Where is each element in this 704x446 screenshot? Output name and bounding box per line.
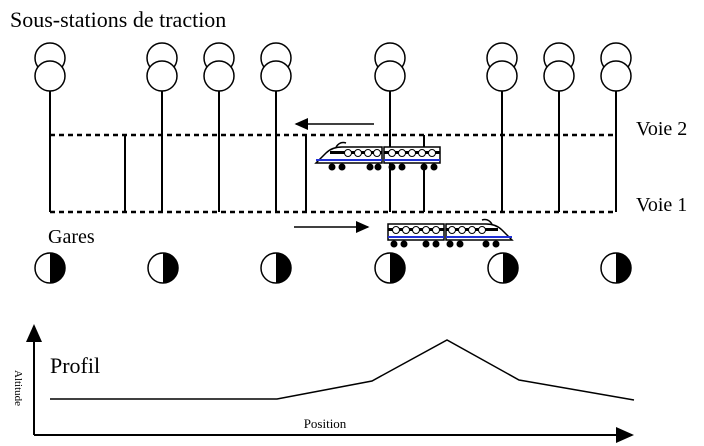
station-icon (600, 252, 632, 284)
station-icon (34, 252, 66, 284)
stations-label: Gares (48, 226, 95, 248)
station-icon (374, 252, 406, 284)
substations-title: Sous-stations de traction (10, 7, 226, 32)
substation-transformer (374, 42, 406, 212)
track-1-label: Voie 1 (636, 194, 687, 216)
station-icon (147, 252, 179, 284)
profile-label: Profil (50, 353, 100, 378)
train-track-1 (387, 218, 514, 248)
substations-group (34, 42, 632, 212)
station-icon (260, 252, 292, 284)
stations-group (34, 252, 632, 284)
substation-transformer (486, 42, 518, 212)
station-icon (487, 252, 519, 284)
substation-transformer (34, 42, 66, 212)
substation-transformer (203, 42, 235, 212)
track-2-label: Voie 2 (636, 118, 687, 140)
substation-transformer (260, 42, 292, 212)
train-track-2 (314, 141, 441, 171)
position-axis-label: Position (304, 416, 347, 431)
substation-transformer (600, 42, 632, 212)
substation-transformer (543, 42, 575, 212)
altitude-profile-line (50, 339, 635, 401)
substation-transformer (146, 42, 178, 212)
altitude-axis-label: Altitude (12, 370, 24, 406)
